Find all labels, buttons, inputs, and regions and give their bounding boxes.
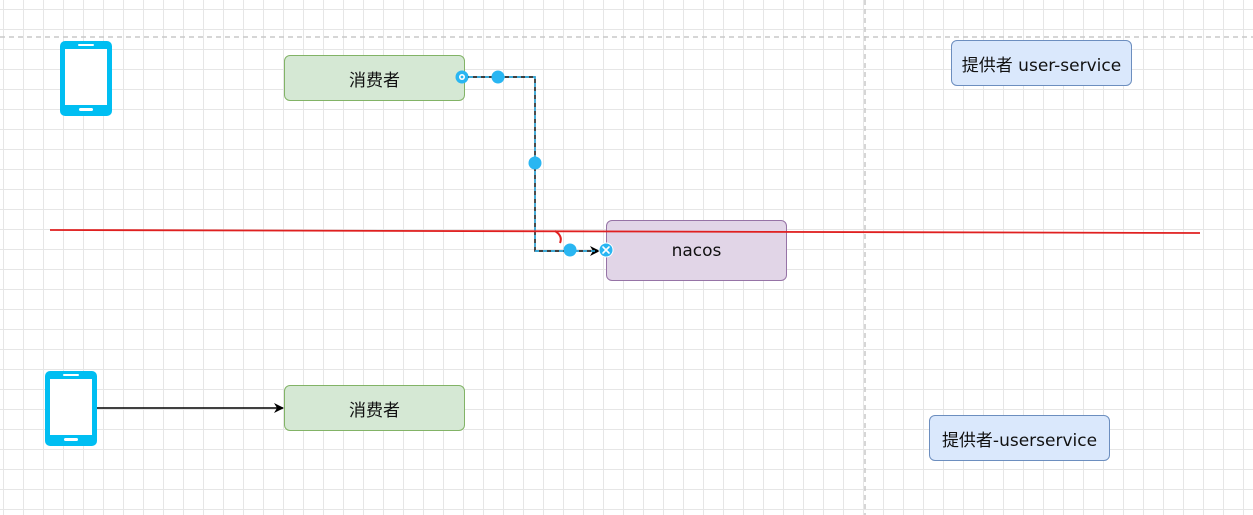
source-terminal-handle[interactable] (455, 70, 469, 84)
nacos-node-label: nacos (671, 240, 722, 261)
red-line-hook (554, 230, 562, 244)
consumer-node-bottom-label: 消费者 (349, 400, 400, 421)
delete-endpoint-icon[interactable] (598, 242, 614, 258)
waypoint-handle[interactable] (528, 156, 542, 170)
provider-node-bottom-label: 提供者-userservice (941, 430, 1098, 451)
consumer-node-top-label: 消费者 (349, 70, 400, 91)
waypoint-handle[interactable] (563, 243, 577, 257)
provider-node-top-label: 提供者 user-service (961, 55, 1122, 76)
mobile-phone-icon[interactable] (60, 41, 112, 116)
mobile-phone-icon[interactable] (45, 371, 97, 446)
consumer-node-bottom[interactable]: 消费者 (284, 385, 465, 431)
provider-node-bottom[interactable]: 提供者-userservice (929, 415, 1110, 461)
provider-node-top[interactable]: 提供者 user-service (951, 40, 1132, 86)
consumer-node-top[interactable]: 消费者 (284, 55, 465, 101)
waypoint-handle[interactable] (491, 70, 505, 84)
nacos-node[interactable]: nacos (606, 220, 787, 281)
